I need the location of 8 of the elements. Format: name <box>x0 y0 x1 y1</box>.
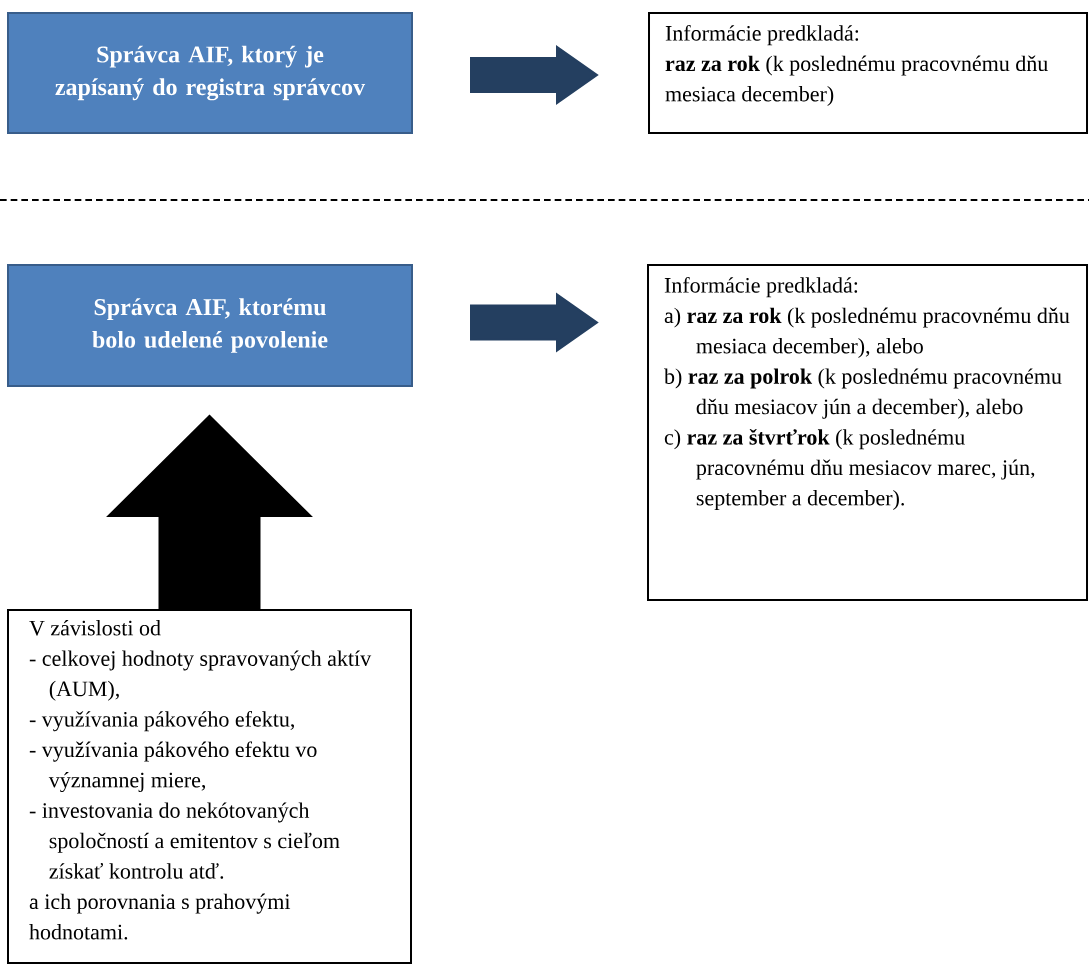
heading-box: Správca AIF, ktorý je zapísaný do registra správcov <box>7 12 413 134</box>
block-arrow <box>106 414 313 611</box>
block-arrow <box>470 45 599 105</box>
info-box: Informácie predkladá: a) raz za rok (k poslednému pracovnému dňu mesiaca december), alebo b) raz za polrok (k poslednému pracovnému dňu mesiacov jún a december), alebo c) raz za štvrťrok (k poslednému pracovnému dňu mesiacov marec, jún, september a december). <box>647 264 1088 601</box>
criteria-box: V závislosti od - celkovej hodnoty spravovaných aktív (AUM), - využívania pákového efektu, - využívania pákového efektu vo významnej miere, - investovania do nekótovaných spoločností a emitentov s cieľom získať kontrolu atď. a ich porovnania s prahovými hodnotami. <box>7 609 412 964</box>
block-arrow <box>470 292 599 353</box>
info-box: Informácie predkladá: raz za rok (k poslednému pracovnému dňu mesiaca december) <box>648 12 1088 134</box>
heading-box: Správca AIF, ktorému bolo udelené povolenie <box>7 264 413 387</box>
